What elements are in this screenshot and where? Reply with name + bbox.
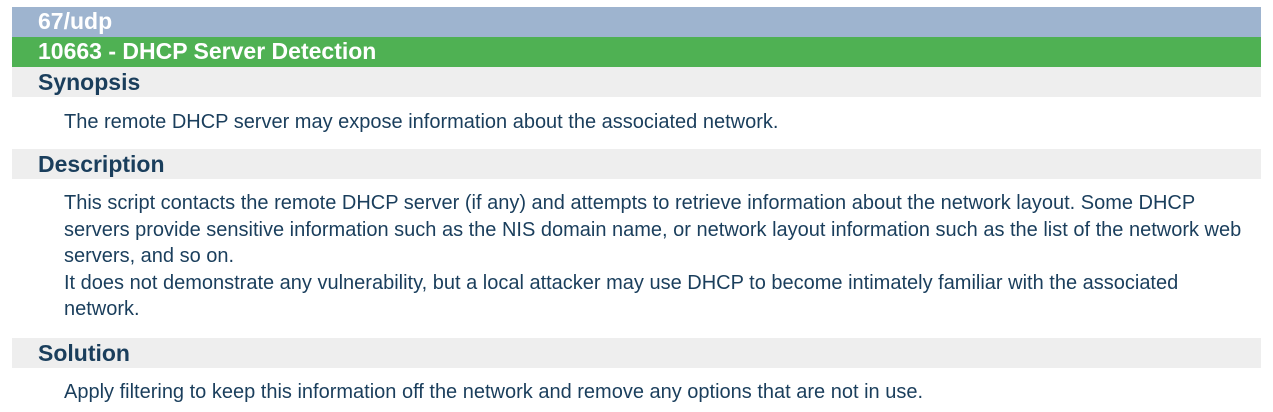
synopsis-heading: Synopsis [12,67,1261,97]
solution-paragraph: Apply filtering to keep this information… [64,381,924,403]
description-paragraph: This script contacts the remote DHCP ser… [64,192,1242,267]
description-text: This script contacts the remote DHCP ser… [64,190,1244,323]
description-heading: Description [12,149,1261,179]
synopsis-paragraph: The remote DHCP server may expose inform… [64,111,779,133]
plugin-title[interactable]: 10663 - DHCP Server Detection [12,37,1261,67]
port-header: 67/udp [12,7,1261,37]
solution-text: Apply filtering to keep this information… [64,379,1244,406]
solution-heading: Solution [12,338,1261,368]
description-paragraph: It does not demonstrate any vulnerabilit… [64,271,1179,321]
synopsis-text: The remote DHCP server may expose inform… [64,109,1244,136]
